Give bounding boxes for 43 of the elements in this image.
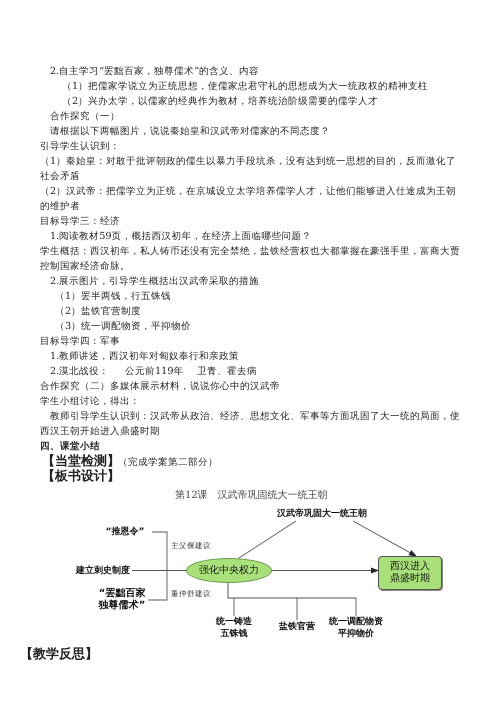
heading: 目标导学三：经济 — [40, 215, 120, 229]
section-heading: 【板书设计】 — [42, 469, 120, 484]
text: 1.教师讲述，西汉初年对匈奴奉行和亲政策 — [50, 350, 240, 364]
paragraph: 学生概括：西汉初年，私人铸币还没有完全禁绝，盐铁经营权也大都掌握在豪强手里，富商大贾控制国家经济命脉。 — [40, 245, 460, 274]
heading: 目标导学四：军事 — [40, 335, 120, 349]
note-text: （完成学案第二部分） — [118, 456, 218, 470]
list-item: （3）统一调配物资，平抑物价 — [55, 320, 192, 334]
process-ellipse: 强化中央权力 — [186, 558, 272, 583]
node-text: 统一调配物资平抑物价 — [327, 616, 385, 640]
arrow — [352, 520, 417, 556]
heading: 合作探究（一） — [50, 110, 120, 124]
node-text: 建立刺史制度 — [74, 564, 132, 578]
section-heading: 四、课堂小结 — [40, 440, 100, 454]
node-text: 盐铁官营 — [276, 620, 318, 634]
node-text: “罢黜百家独尊儒术” — [98, 587, 146, 613]
text: 引导学生认识到： — [40, 140, 120, 154]
node-text: 汉武帝巩固大一统王朝 — [266, 507, 378, 521]
paragraph: 教师引导学生认识到：汉武帝从政治、经济、思想文化、军事等方面巩固了大一统的局面，使西汉王朝开始进入鼎盛时期 — [40, 410, 460, 439]
text: （1）把儒家学说立为正统思想，使儒家忠君守礼的思想成为大一统政权的精神支柱 — [62, 80, 428, 94]
names-text: 卫青、霍去病 — [197, 365, 257, 379]
connector-line — [148, 570, 186, 600]
node-text: “推恩令” — [100, 525, 150, 539]
question: 2.展示图片，引导学生概括出汉武帝采取的措施 — [50, 275, 260, 289]
arrow — [272, 568, 379, 574]
node-text: 统一铸造五铢钱 — [216, 616, 252, 640]
heading: 合作探究（二）多媒体展示材料，说说你心中的汉武帝 — [40, 380, 280, 394]
list-item: （1）罢半两钱，行五铢钱 — [55, 290, 172, 304]
paragraph: （2）汉武帝：把儒学立为正统，在京城设立太学培养儒学人才，让他们能够进入仕途成为王朝的维护者 — [40, 185, 458, 214]
question: 1.阅读教材59页，概括西汉初年，在经济上面临哪些问题？ — [50, 230, 312, 244]
result-box: 西汉进入鼎盛时期 — [378, 556, 442, 590]
text: 2.漠北战役： — [50, 365, 110, 379]
section-heading: 【教学反思】 — [20, 647, 98, 662]
connector-line — [228, 582, 356, 616]
paragraph: （1）秦始皇：对敢于批评朝政的儒生以暴力手段坑杀，没有达到统一思想的目的，反而激化了社会矛盾 — [40, 155, 458, 184]
section-heading: 【当堂检测】 — [42, 454, 120, 469]
connector-line — [238, 520, 296, 558]
diagram-title: 第12课 汉武帝巩固统大一统王朝 — [175, 488, 328, 503]
date-text: 公元前119年 — [125, 365, 184, 379]
text: （2）兴办太学，以儒家的经典作为教材，培养统治阶级需要的儒学人才 — [62, 95, 378, 109]
text: 学生小组讨论，得出： — [40, 395, 140, 409]
text: 2.自主学习“罢黜百家，独尊儒术”的含义、内容 — [50, 65, 260, 79]
list-item: （2）盐铁官营制度 — [55, 305, 142, 319]
question: 请根据以下两幅图片，说说秦始皇和汉武帝对儒家的不同态度？ — [50, 125, 330, 139]
